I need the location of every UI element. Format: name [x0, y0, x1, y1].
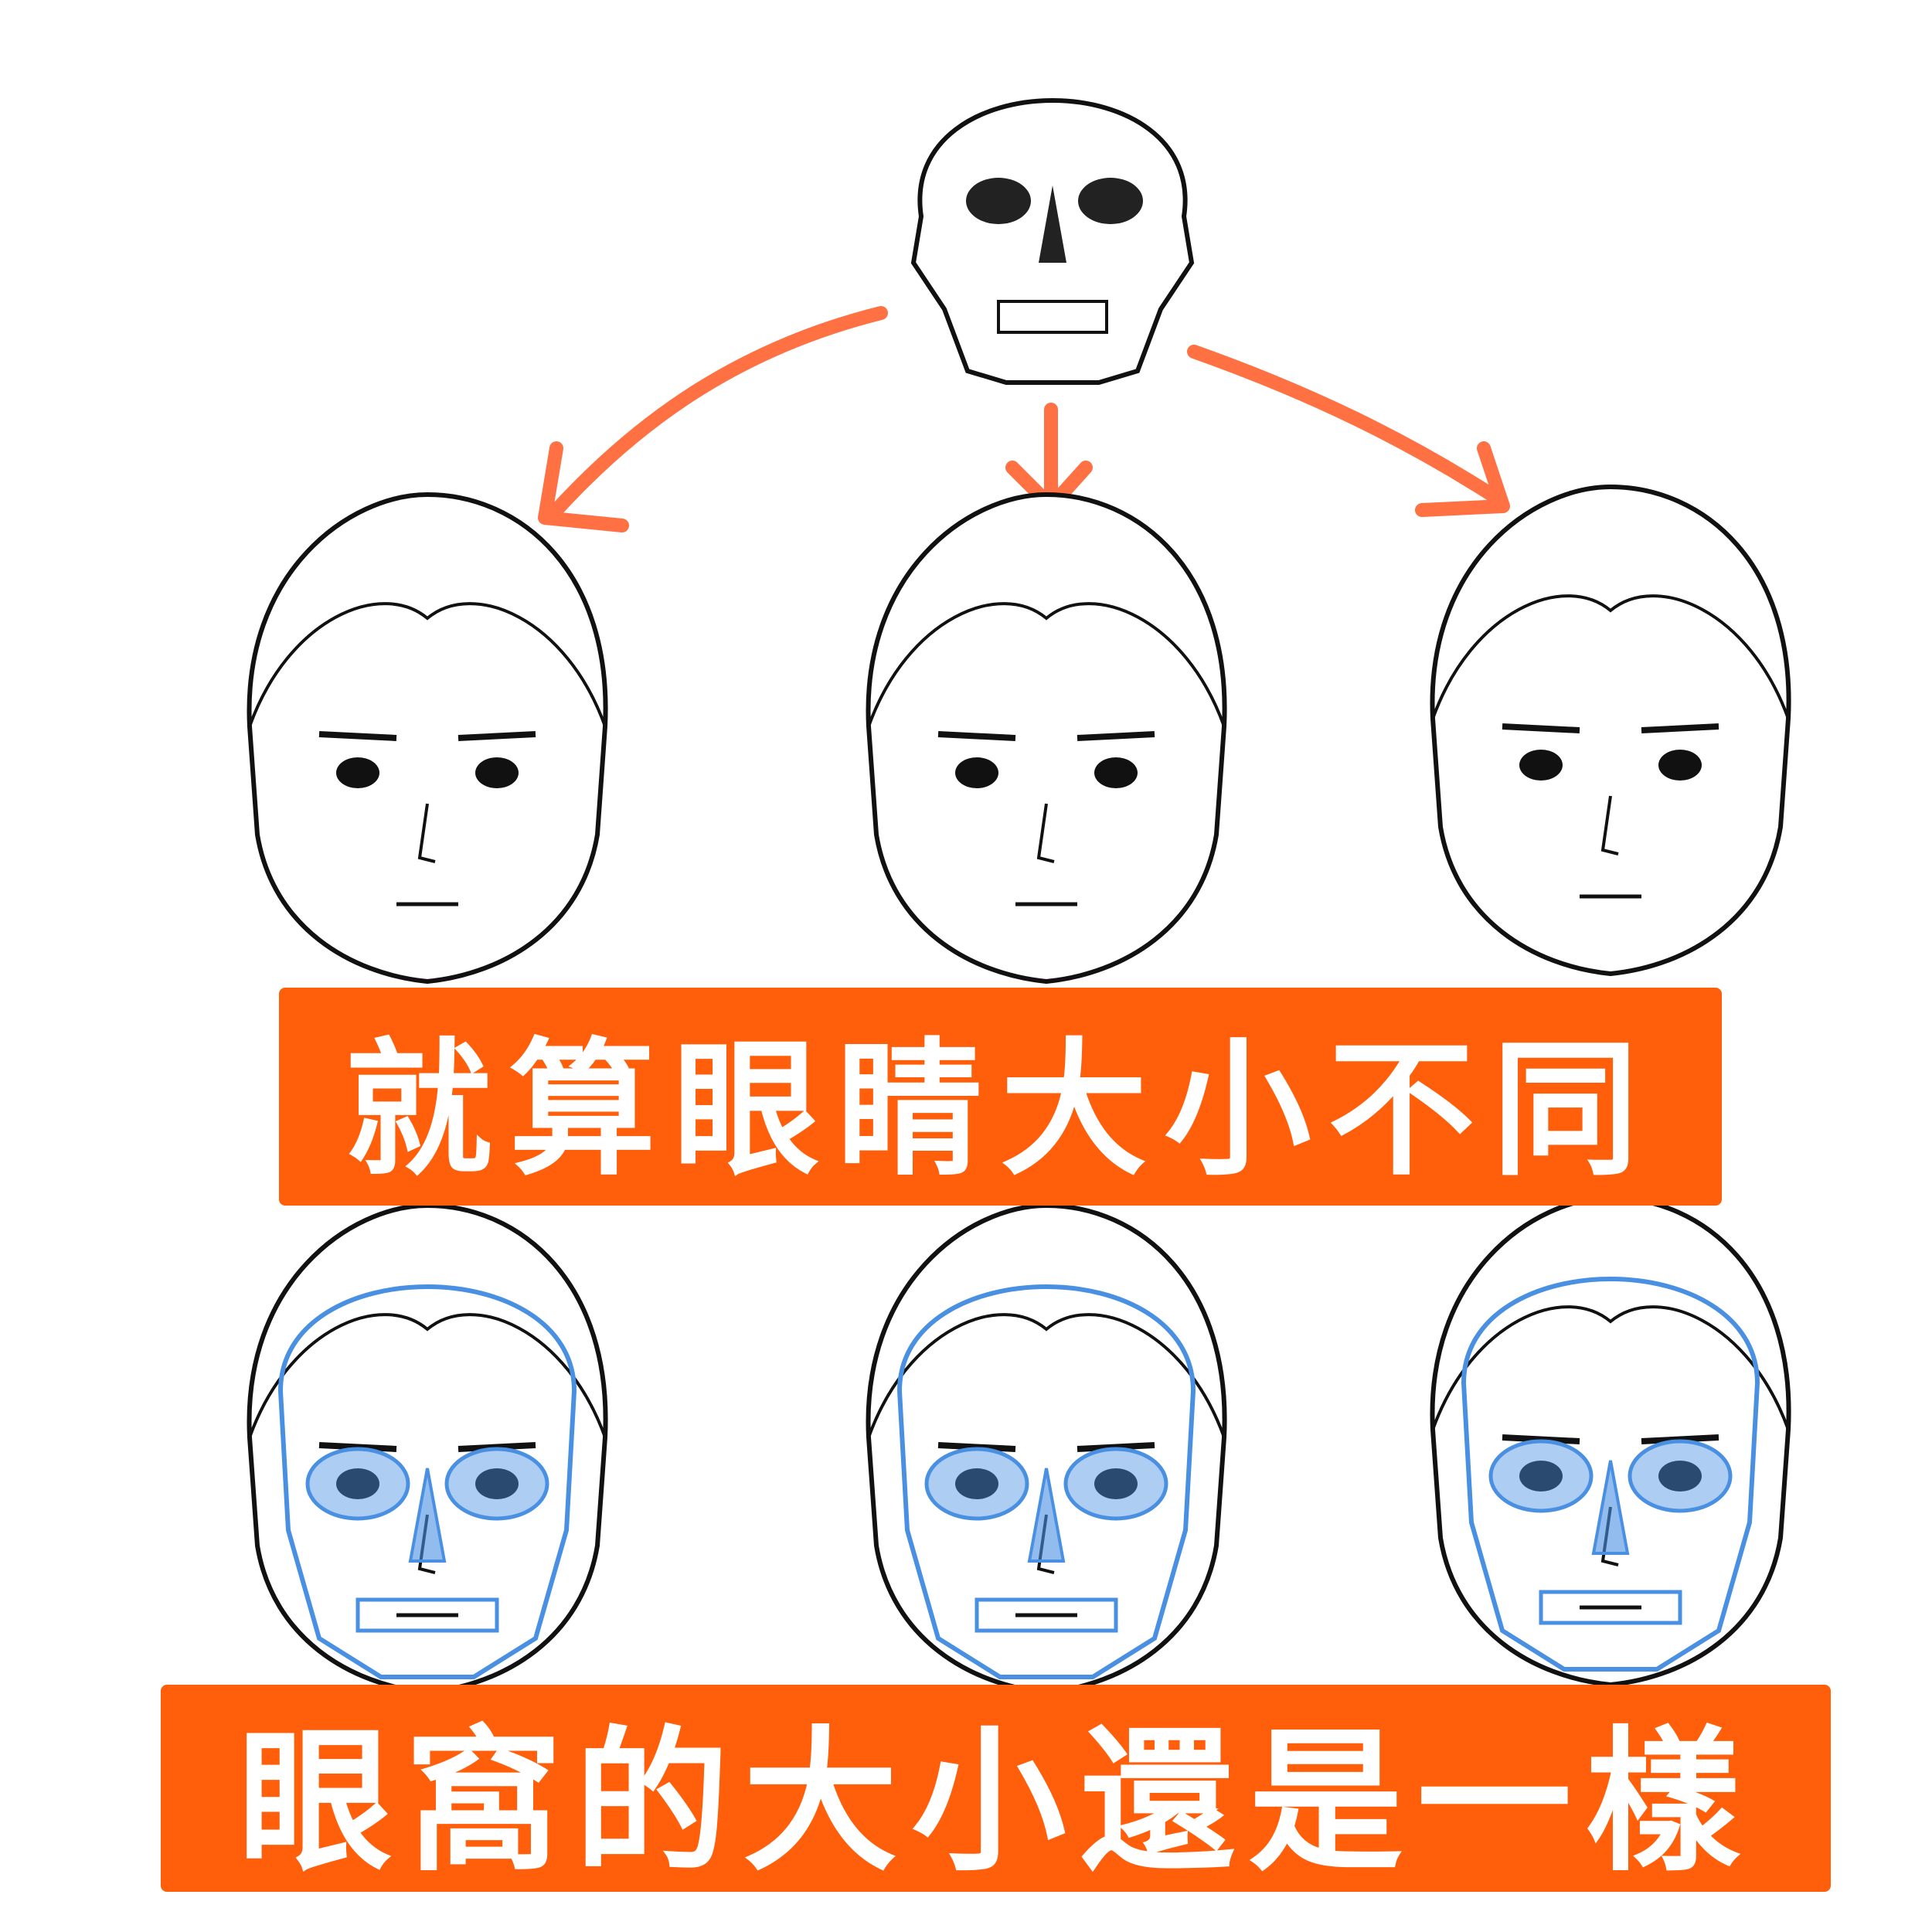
face-young-man-top: [868, 495, 1224, 981]
face-older-man-bottom: [1432, 1198, 1788, 1685]
arrows: [538, 306, 1510, 532]
face-young-man-bottom: [868, 1206, 1224, 1692]
arrow-right: [1187, 345, 1510, 517]
face-girl-bottom: [249, 1206, 605, 1692]
bottom-caption-banner: 眼窩的大小還是一樣: [161, 1685, 1831, 1893]
top-caption-banner: 就算眼睛大小不同: [279, 988, 1722, 1206]
face-older-man-top: [1432, 487, 1788, 974]
arrow-center: [1005, 403, 1093, 513]
face-girl-top: [249, 495, 605, 981]
skull-drawing: [910, 98, 1195, 385]
arrow-left: [538, 306, 888, 532]
top-caption-text: 就算眼睛大小不同: [345, 1024, 1656, 1196]
bottom-caption-text: 眼窩的大小還是一樣: [237, 1713, 1754, 1893]
